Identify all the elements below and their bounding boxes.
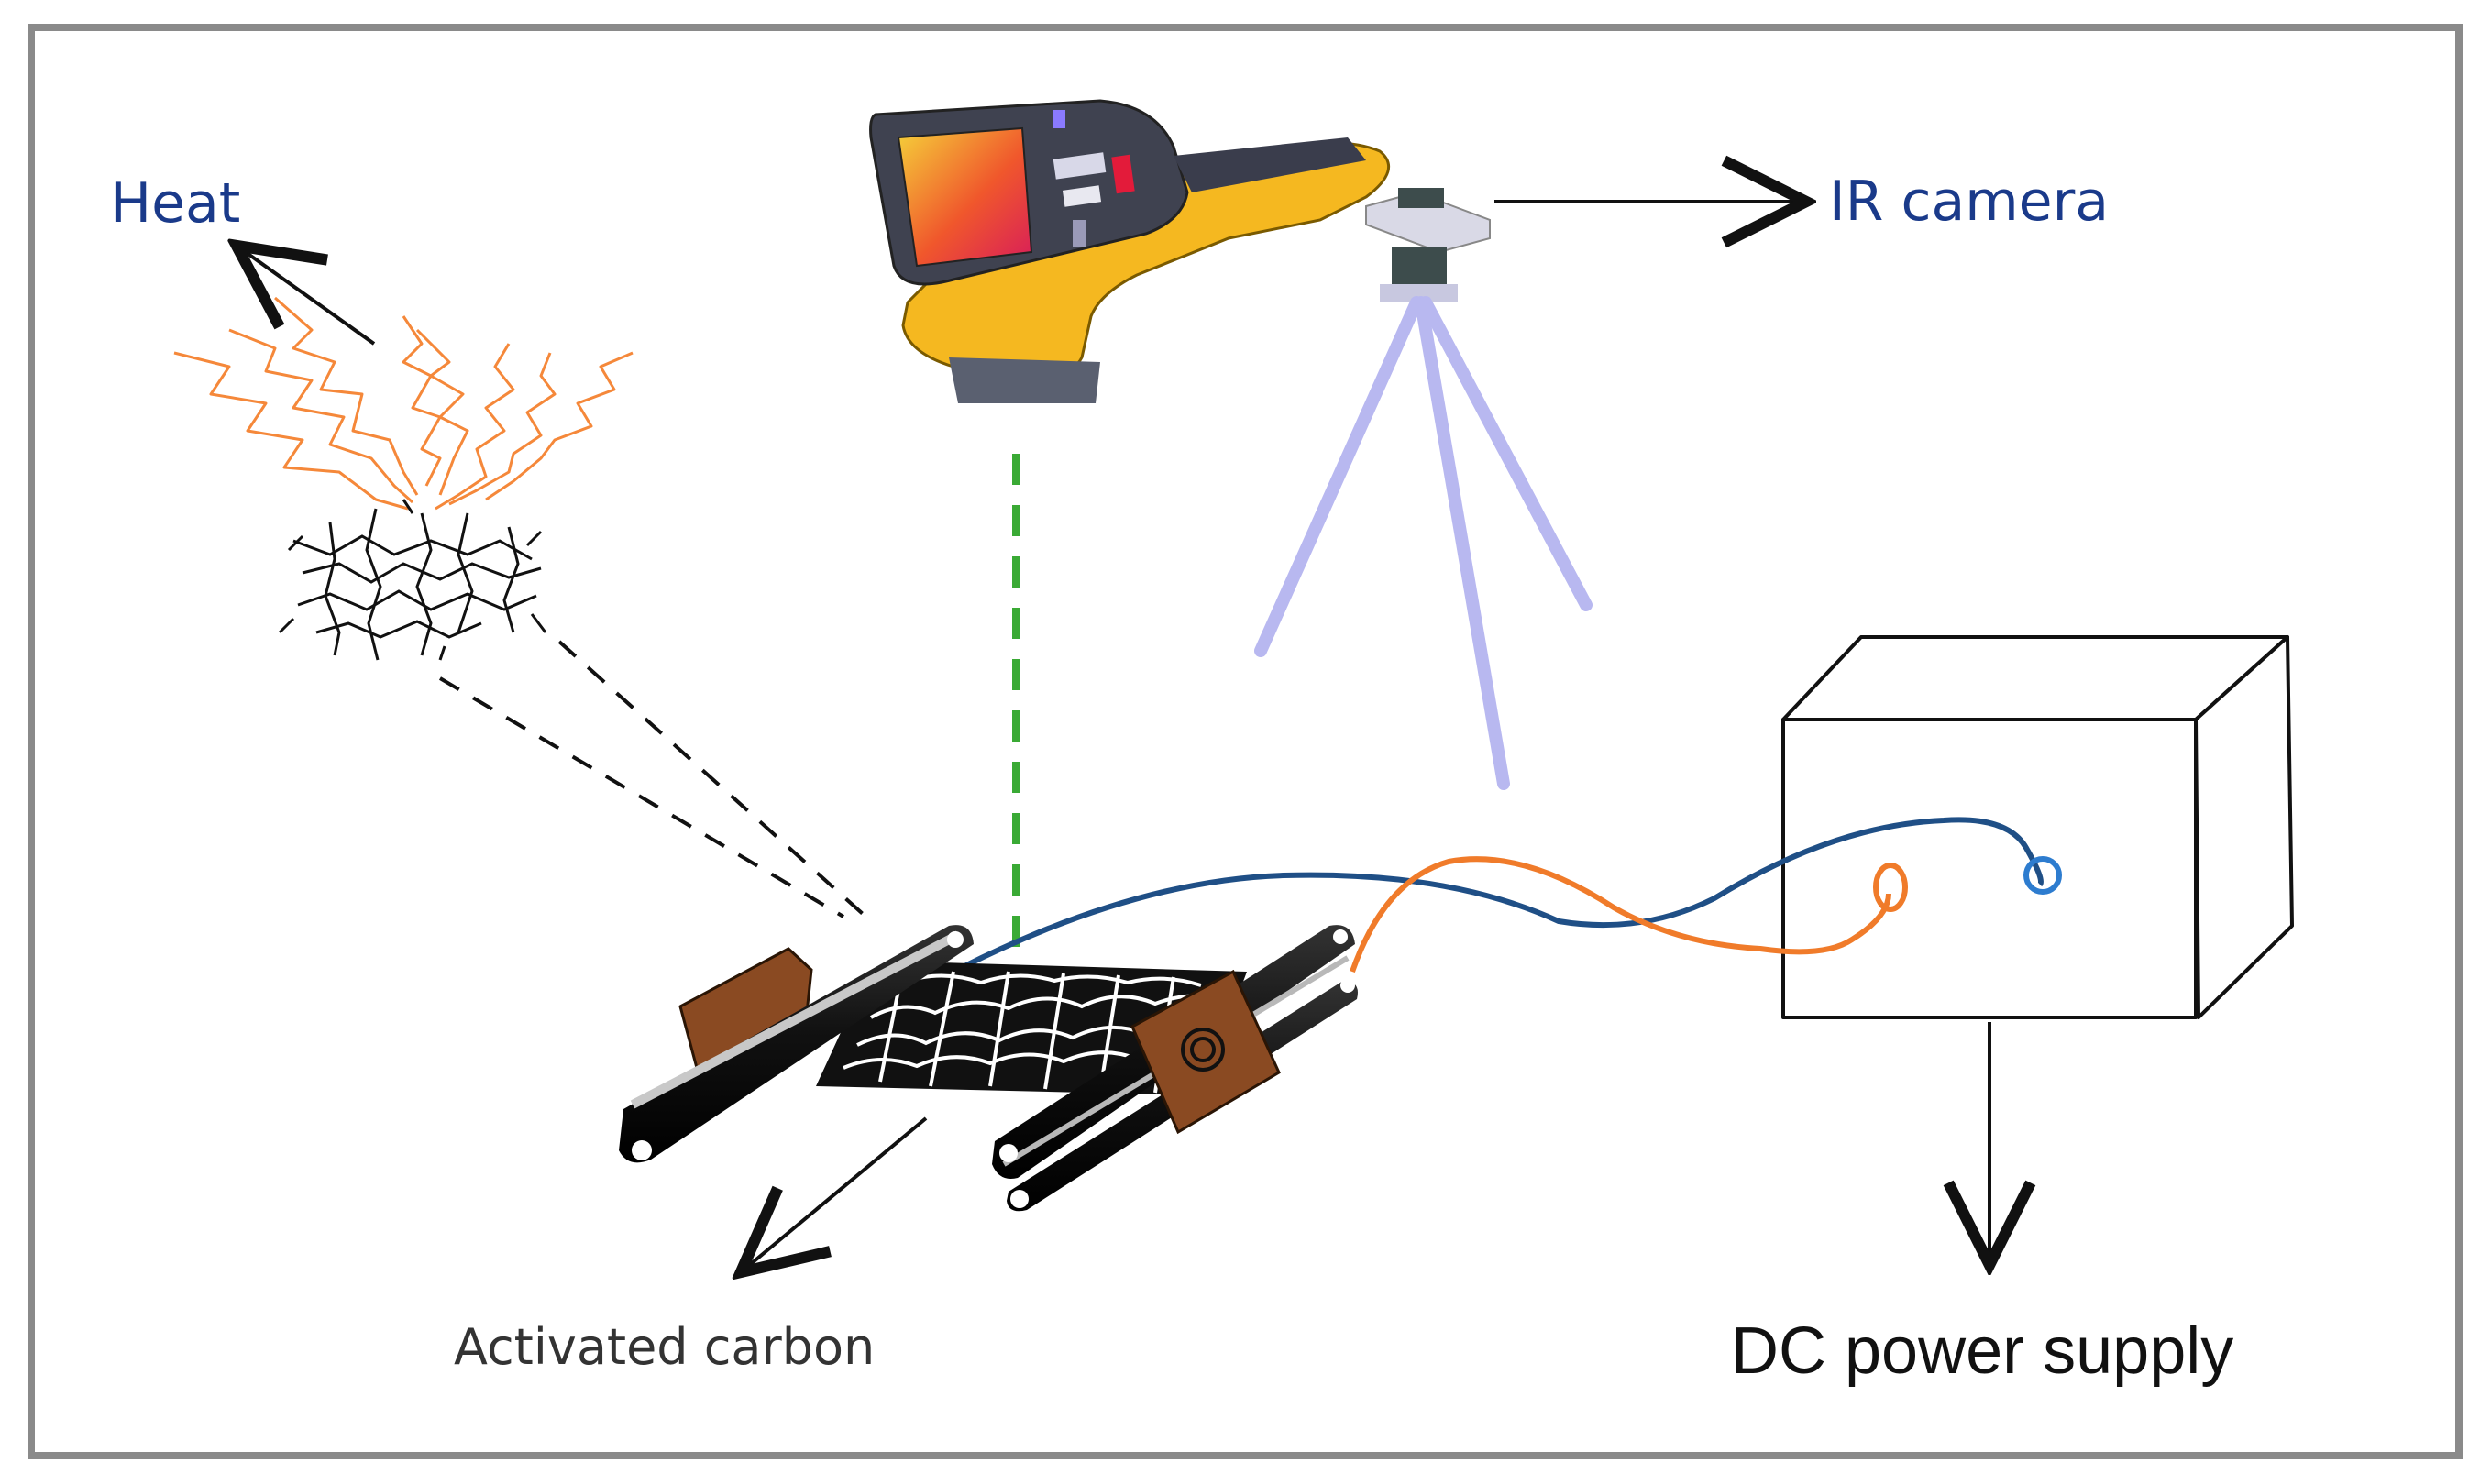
thermal-camera-icon bbox=[869, 99, 1390, 403]
heat-arrow bbox=[237, 246, 376, 346]
blue-terminal-icon bbox=[2023, 856, 2062, 895]
ir-camera-label: IR camera bbox=[1829, 170, 2109, 234]
left-clamp-pad bbox=[678, 947, 813, 1071]
dashed-guide-right bbox=[557, 640, 873, 923]
dc-power-supply-label: DC power supply bbox=[1731, 1314, 2233, 1388]
left-electrode-rod bbox=[619, 925, 974, 1163]
tripod-icon bbox=[1254, 296, 1593, 790]
camera-mount-icon bbox=[1365, 188, 1491, 302]
orange-wire bbox=[1350, 856, 1891, 973]
carbon-particle-icon bbox=[278, 499, 547, 661]
right-clamp-pad bbox=[1130, 969, 1281, 1135]
activated-carbon-label: Activated carbon bbox=[454, 1318, 875, 1376]
heat-waves-icon bbox=[173, 296, 634, 511]
orange-terminal-icon bbox=[1873, 863, 1908, 912]
activated-carbon-arrow bbox=[741, 1116, 928, 1272]
heat-label: Heat bbox=[110, 171, 240, 236]
power-supply-box-icon bbox=[1781, 635, 2294, 1019]
dashed-guide-left bbox=[438, 676, 845, 918]
